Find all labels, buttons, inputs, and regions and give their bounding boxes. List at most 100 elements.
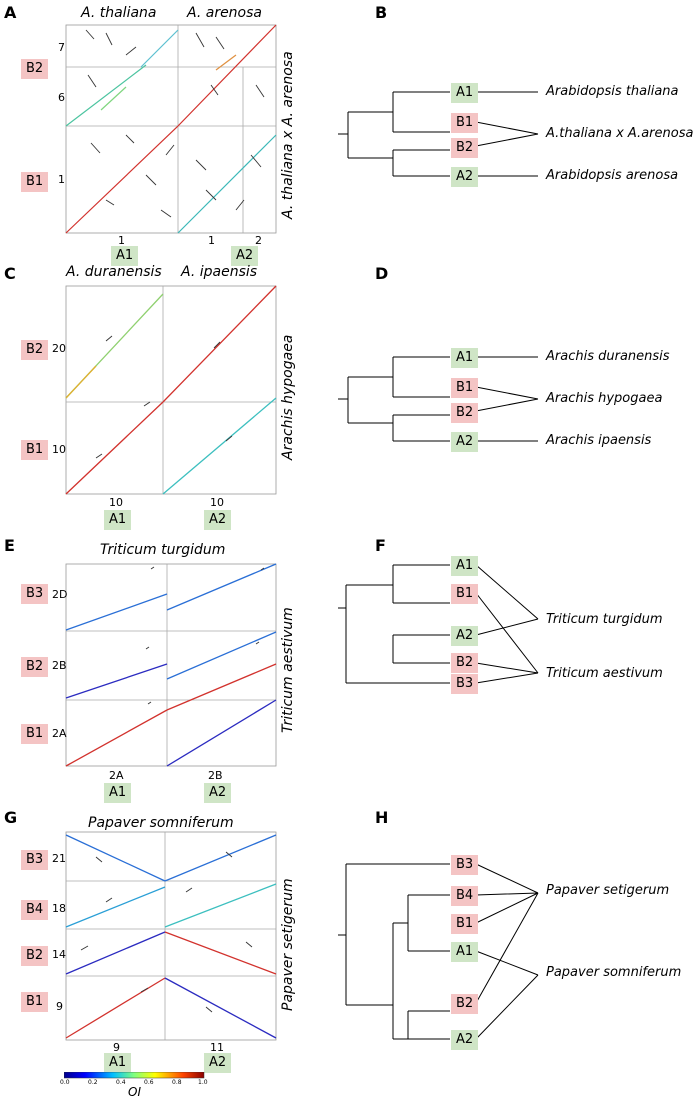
synteny-diagonal	[65, 593, 168, 631]
synteny-diagonal	[100, 86, 127, 111]
fragments	[80, 851, 253, 1013]
col-tag: A1	[104, 510, 132, 530]
row-tick: 2D	[52, 588, 68, 601]
row-tag: B2	[21, 946, 49, 966]
top-title: Triticum turgidum	[100, 542, 226, 558]
col-tick: 11	[210, 1041, 224, 1054]
row-tag: B3	[21, 584, 49, 604]
row-tag: B3	[21, 850, 49, 870]
synteny-diagonal	[162, 397, 277, 495]
col-tag: A2	[204, 783, 232, 803]
synteny-diagonal	[166, 699, 277, 767]
col-tick: 1	[118, 234, 125, 247]
panel-letter: G	[4, 808, 18, 827]
col-tick: 1	[208, 234, 215, 247]
top-title: A. duranensis	[66, 264, 162, 280]
synteny-diagonal	[177, 134, 277, 234]
dotplot-a	[65, 24, 277, 234]
side-title: A. thaliana x A. arenosa	[280, 51, 296, 219]
tip-tag: A1	[451, 348, 479, 368]
top-title: A. thaliana	[81, 5, 157, 21]
row-tag: B4	[21, 900, 49, 920]
tree-f-svg	[338, 564, 539, 684]
row-tag: B1	[21, 724, 49, 744]
panel-letter: C	[4, 264, 16, 283]
top-title: Papaver somniferum	[88, 815, 234, 831]
species-label: Triticum aestivum	[546, 666, 663, 681]
synteny-diagonal	[162, 285, 277, 403]
synteny-diagonal	[65, 709, 168, 767]
col-tick: 2B	[208, 769, 223, 782]
synteny-diagonal	[215, 54, 237, 71]
row-tick: 2A	[52, 727, 67, 740]
tip-tag: A1	[451, 942, 479, 962]
colorbar-tick: 1.0	[198, 1079, 208, 1086]
species-label: Arachis hypogaea	[546, 391, 663, 406]
synteny-diagonal	[164, 834, 277, 882]
tip-tag: A1	[451, 556, 479, 576]
col-tick: 10	[210, 496, 224, 509]
top-title: A. arenosa	[187, 5, 262, 21]
frame	[65, 563, 277, 767]
col-tag: A1	[104, 1053, 132, 1073]
tree-f: A1 B1 A2 B2 B3 Triticum turgidum Triticu…	[338, 555, 688, 695]
tip-tag: A2	[451, 626, 479, 646]
col-tick: 9	[113, 1041, 120, 1054]
synteny-diagonal	[65, 663, 168, 699]
col-tag: A1	[111, 246, 139, 266]
synteny-diagonal	[166, 563, 277, 611]
colorbar-tick: 0.4	[116, 1079, 126, 1086]
side-title: Arachis hypogaea	[280, 334, 296, 460]
col-tag: A2	[204, 1053, 232, 1073]
panel-letter: H	[375, 808, 389, 827]
row-tag: B2	[21, 657, 49, 677]
col-tick: 2	[255, 234, 262, 247]
panel-letter: A	[4, 3, 17, 22]
panel-letter: D	[375, 264, 389, 283]
col-tick: 10	[109, 496, 123, 509]
colorbar-tick: 0.2	[88, 1079, 98, 1086]
synteny-diagonal	[65, 401, 164, 495]
panel-letter: F	[375, 536, 386, 555]
colorbar-tick: 0.8	[172, 1079, 182, 1086]
row-tick: 20	[52, 342, 66, 355]
row-tag: B2	[21, 340, 49, 360]
colorbar-title: OI	[128, 1085, 141, 1099]
synteny-diagonal	[164, 931, 277, 975]
frame	[65, 831, 277, 1041]
fragments	[95, 335, 233, 459]
oi-colorbar: 0.0 0.2 0.4 0.6 0.8 1.0 OI	[60, 1072, 214, 1100]
synteny-diagonal	[177, 24, 277, 127]
dotplot-g	[65, 831, 277, 1041]
row-tick: 18	[52, 902, 66, 915]
species-label: A.thaliana x A.arenosa	[546, 126, 694, 141]
synteny-diagonal	[65, 886, 166, 928]
row-tick: 2B	[52, 659, 67, 672]
tree-h: B3 B4 B1 A1 B2 A2 Papaver setigerum Papa…	[338, 855, 688, 1050]
synteny-diagonal	[164, 883, 277, 928]
species-label: Papaver setigerum	[546, 883, 670, 898]
colorbar-tick: 0.0	[60, 1079, 70, 1086]
tip-tag: B1	[451, 113, 479, 133]
panel-letter: B	[375, 3, 388, 22]
tip-tag: A2	[451, 167, 479, 187]
panel-letter: E	[4, 536, 15, 555]
species-label: Arabidopsis thaliana	[546, 84, 679, 99]
row-tag: B1	[21, 172, 49, 192]
side-title: Papaver setigerum	[280, 878, 296, 1011]
frame	[65, 24, 277, 234]
dotplot-e	[65, 563, 277, 767]
synteny-diagonal	[65, 834, 166, 882]
tip-tag: B1	[451, 914, 479, 934]
synteny-diagonal	[140, 29, 179, 68]
side-title: Triticum aestivum	[280, 607, 296, 733]
col-tag: A1	[104, 783, 132, 803]
dotplot-c-svg	[65, 285, 277, 495]
synteny-diagonal	[65, 125, 179, 234]
synteny-diagonal	[65, 977, 166, 1039]
synteny-diagonal	[166, 631, 277, 680]
tree-d: A1 B1 B2 A2 Arachis duranensis Arachis h…	[338, 345, 688, 465]
tip-tag: B2	[451, 994, 479, 1014]
col-tag: A2	[204, 510, 232, 530]
synteny-diagonal	[65, 365, 97, 399]
